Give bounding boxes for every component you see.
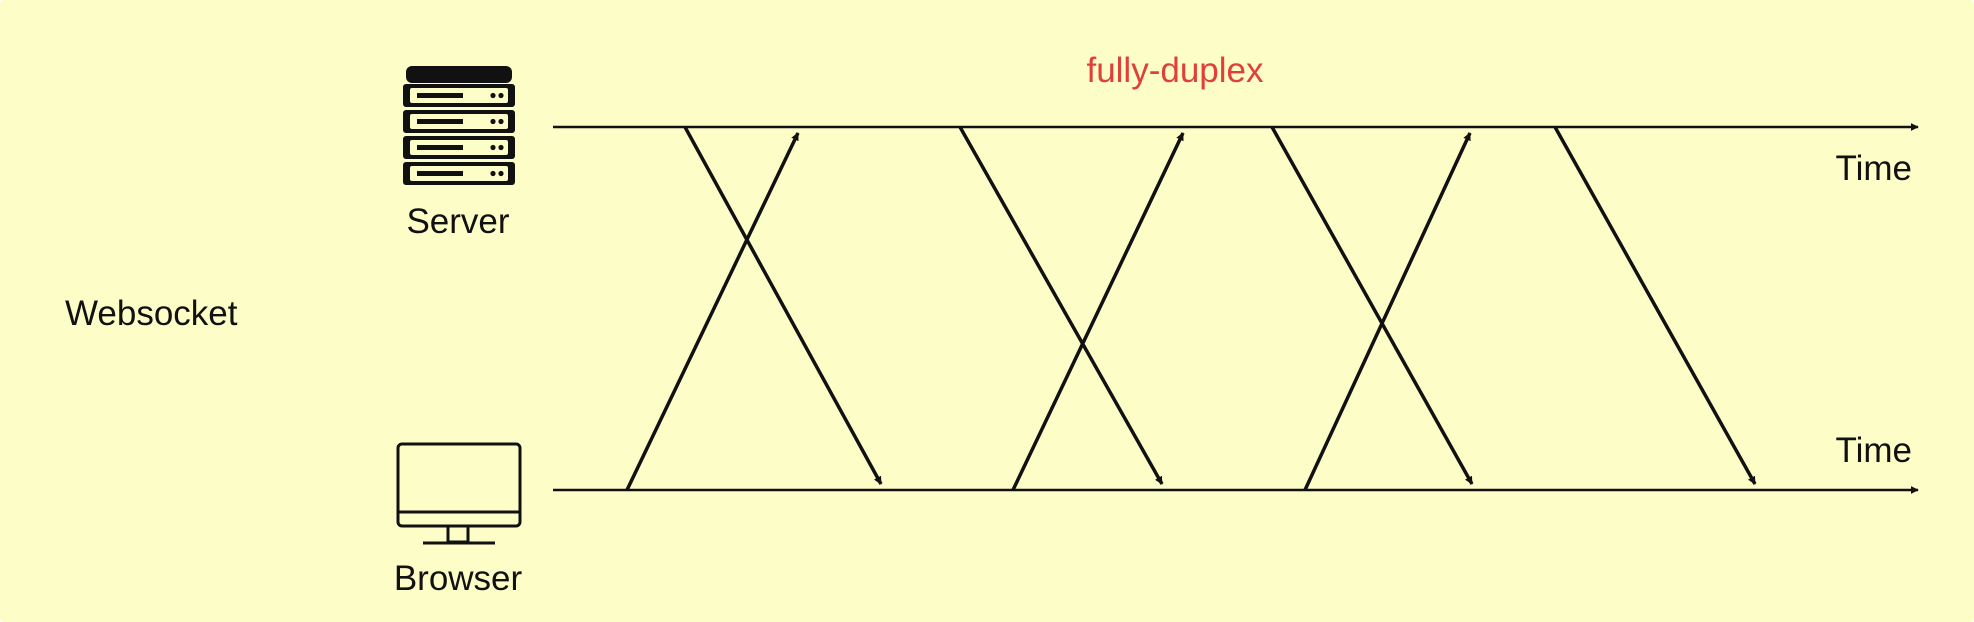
browser-label: Browser [394, 559, 523, 598]
protocol-label: Websocket [65, 294, 238, 333]
server-icon [403, 66, 515, 185]
message-arrow [625, 132, 800, 491]
message-arrow [1011, 132, 1185, 491]
server-label: Server [406, 202, 509, 241]
message-arrow [1270, 126, 1474, 485]
monitor-icon [396, 442, 522, 545]
browser-time-label: Time [1836, 431, 1912, 470]
message-arrow [1303, 132, 1472, 491]
message-arrow [1553, 126, 1757, 485]
diagram-title: fully-duplex [1086, 51, 1264, 90]
message-arrow [958, 126, 1164, 485]
server-time-label: Time [1836, 149, 1912, 188]
message-arrows [625, 126, 1757, 491]
message-arrow [683, 126, 883, 485]
